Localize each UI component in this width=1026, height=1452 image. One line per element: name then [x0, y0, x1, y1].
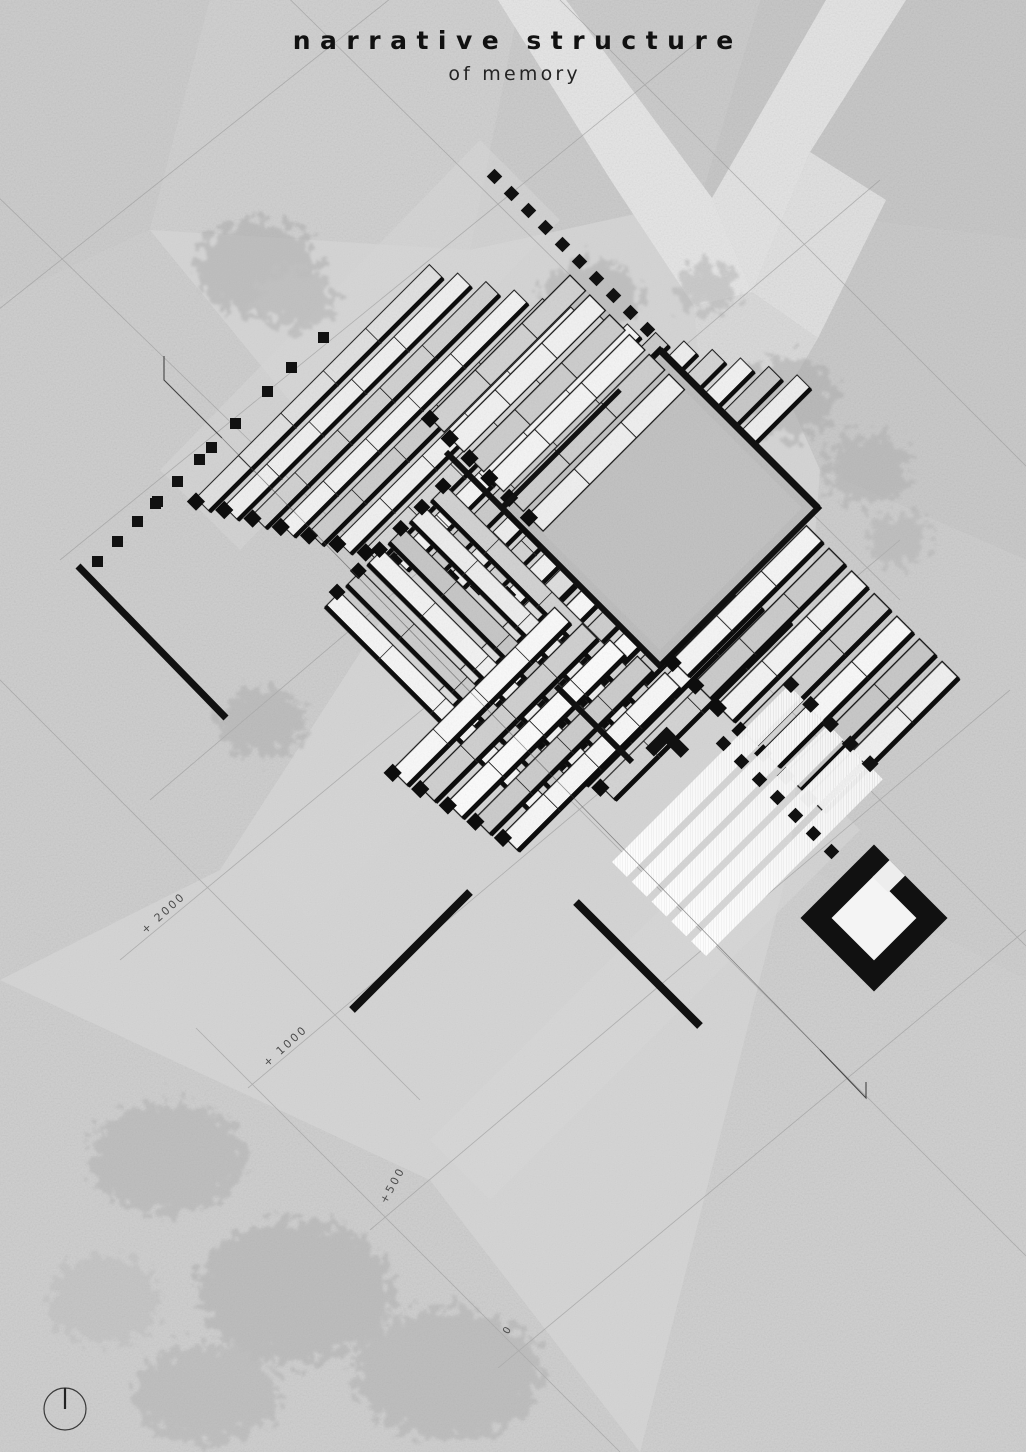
ne-bar	[519, 373, 686, 533]
southwest-lower-bars	[383, 606, 683, 853]
courtyard-wall-sw	[538, 544, 662, 668]
section-cut-line	[221, 437, 821, 1051]
southeast-pavilion	[800, 844, 948, 992]
pavilion-opening	[872, 860, 906, 893]
section-bracket-se	[819, 1049, 867, 1100]
ne-bar	[480, 333, 646, 493]
ne-cell-dividers	[474, 322, 637, 485]
ramp-bar	[691, 755, 883, 957]
southeast-ramp-terraces	[612, 676, 883, 957]
comb-dissolve-dots	[92, 332, 329, 567]
dotted-marker-paths	[486, 168, 840, 860]
comb-bar	[186, 263, 445, 514]
retaining-wall-southeast	[573, 899, 703, 1029]
wall-courtyard-link	[553, 683, 635, 765]
courtyard-perimeter-walls	[500, 347, 821, 668]
section-cut-markers	[163, 356, 867, 1100]
retaining-wall-west	[75, 563, 229, 721]
comb-bar	[271, 289, 530, 539]
dotted-path-north	[486, 168, 656, 338]
section-bracket-nw	[163, 356, 223, 439]
northeast-wing-bars	[420, 274, 686, 533]
e-bar	[663, 524, 825, 679]
ne-bar	[420, 274, 587, 434]
comb-bar	[215, 272, 473, 522]
comb-bar	[243, 280, 502, 531]
ramp-bar	[671, 735, 864, 937]
courtyard-wall-ne	[657, 347, 821, 511]
entry-marker-block	[645, 726, 690, 758]
ramp-bar	[631, 695, 824, 897]
wall-north-edge	[443, 449, 513, 519]
sw-cell-dividers	[432, 646, 643, 812]
dotted-path-southeast	[715, 735, 840, 860]
heavy-site-walls	[75, 449, 703, 1029]
pavilion-inner-court	[831, 875, 917, 961]
retaining-wall-south	[349, 889, 473, 1013]
courtyard-wall-se	[698, 506, 820, 628]
north-arrow	[43, 1387, 87, 1431]
courtyard-wall-nw	[500, 388, 622, 510]
